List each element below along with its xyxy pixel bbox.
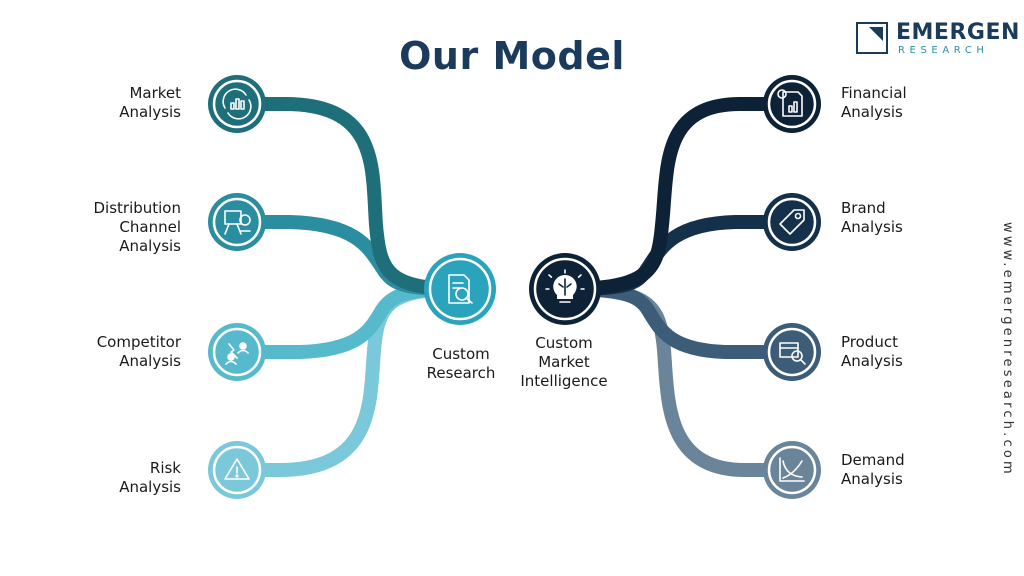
node-left-0 (208, 75, 266, 133)
node-left-2 (208, 323, 266, 381)
node-right-3-ring (763, 441, 821, 499)
label-line: Product (841, 333, 898, 351)
brand-logo: EMERGEN RESEARCH (856, 20, 1019, 62)
presentation-board-icon (224, 210, 251, 235)
label-line: Distribution (93, 199, 181, 217)
node-left-0-ring (208, 75, 266, 133)
label-demand-analysis: Demand Analysis (841, 451, 905, 489)
node-right-1-ring (763, 193, 821, 251)
node-right-1-inner (767, 197, 817, 247)
node-right-3-inner (767, 445, 817, 495)
website-url: www.emergenresearch.com (1000, 222, 1015, 477)
node-left-2-ring (208, 323, 266, 381)
logo-mark-icon (856, 22, 888, 54)
label-line: Channel (119, 218, 181, 236)
demand-curve-icon (779, 457, 805, 482)
label-line: Analysis (841, 470, 903, 488)
node-right-1 (763, 193, 821, 251)
analytics-cycle-icon (222, 88, 252, 120)
node-left-2-inner (212, 327, 262, 377)
lightbulb-brain-icon (545, 269, 585, 303)
label-product-analysis: Product Analysis (841, 333, 903, 371)
hub-custom-market-intelligence-inner (533, 257, 597, 321)
node-right-0 (763, 75, 821, 133)
connector-left-0 (230, 97, 467, 296)
warning-icon (224, 458, 250, 480)
label-distribution-channel-analysis: Distribution Channel Analysis (93, 199, 181, 256)
label-line: Market (538, 353, 590, 371)
hub-custom-market-intelligence (529, 253, 601, 325)
label-line: Brand (841, 199, 886, 217)
label-line: Analysis (841, 103, 903, 121)
label-line: Analysis (119, 352, 181, 370)
node-left-3 (208, 441, 266, 499)
label-custom-research: Custom Research (411, 345, 511, 383)
node-right-2 (763, 323, 821, 381)
node-right-3 (763, 441, 821, 499)
label-financial-analysis: Financial Analysis (841, 84, 907, 122)
label-line: Risk (149, 459, 181, 477)
node-left-0-inner (212, 79, 262, 129)
label-line: Demand (841, 451, 905, 469)
label-line: Analysis (841, 352, 903, 370)
label-risk-analysis: Risk Analysis (119, 459, 181, 497)
label-line: Analysis (119, 478, 181, 496)
label-line: Analysis (119, 103, 181, 121)
financial-report-icon (777, 89, 803, 117)
node-left-1 (208, 193, 266, 251)
hub-custom-research-inner (428, 257, 492, 321)
node-right-2-ring (763, 323, 821, 381)
label-line: Custom (535, 334, 593, 352)
label-brand-analysis: Brand Analysis (841, 199, 903, 237)
label-competitor-analysis: Competitor Analysis (97, 333, 181, 371)
logo-wordmark: EMERGEN (896, 20, 1020, 45)
node-left-1-ring (208, 193, 266, 251)
label-line: Intelligence (520, 372, 608, 390)
node-left-1-inner (212, 197, 262, 247)
label-line: Market (129, 84, 181, 102)
document-search-icon (448, 274, 473, 304)
node-right-0-ring (763, 75, 821, 133)
node-left-3-inner (212, 445, 262, 495)
label-line: Financial (841, 84, 907, 102)
label-line: Competitor (96, 333, 181, 351)
logo-subtitle: RESEARCH (898, 45, 989, 56)
label-line: Research (426, 364, 496, 382)
label-custom-market-intelligence: Custom Market Intelligence (509, 334, 619, 391)
page-title: Our Model (399, 34, 625, 78)
node-right-2-inner (767, 327, 817, 377)
competitors-icon (225, 342, 249, 365)
node-right-0-inner (767, 79, 817, 129)
label-line: Analysis (841, 218, 903, 236)
label-line: Custom (432, 345, 490, 363)
label-market-analysis: Market Analysis (119, 84, 181, 122)
hub-custom-research (424, 253, 496, 325)
label-line: Analysis (119, 237, 181, 255)
connector-right-0 (558, 97, 799, 296)
product-inspect-icon (779, 342, 806, 365)
price-tag-icon (779, 209, 805, 235)
